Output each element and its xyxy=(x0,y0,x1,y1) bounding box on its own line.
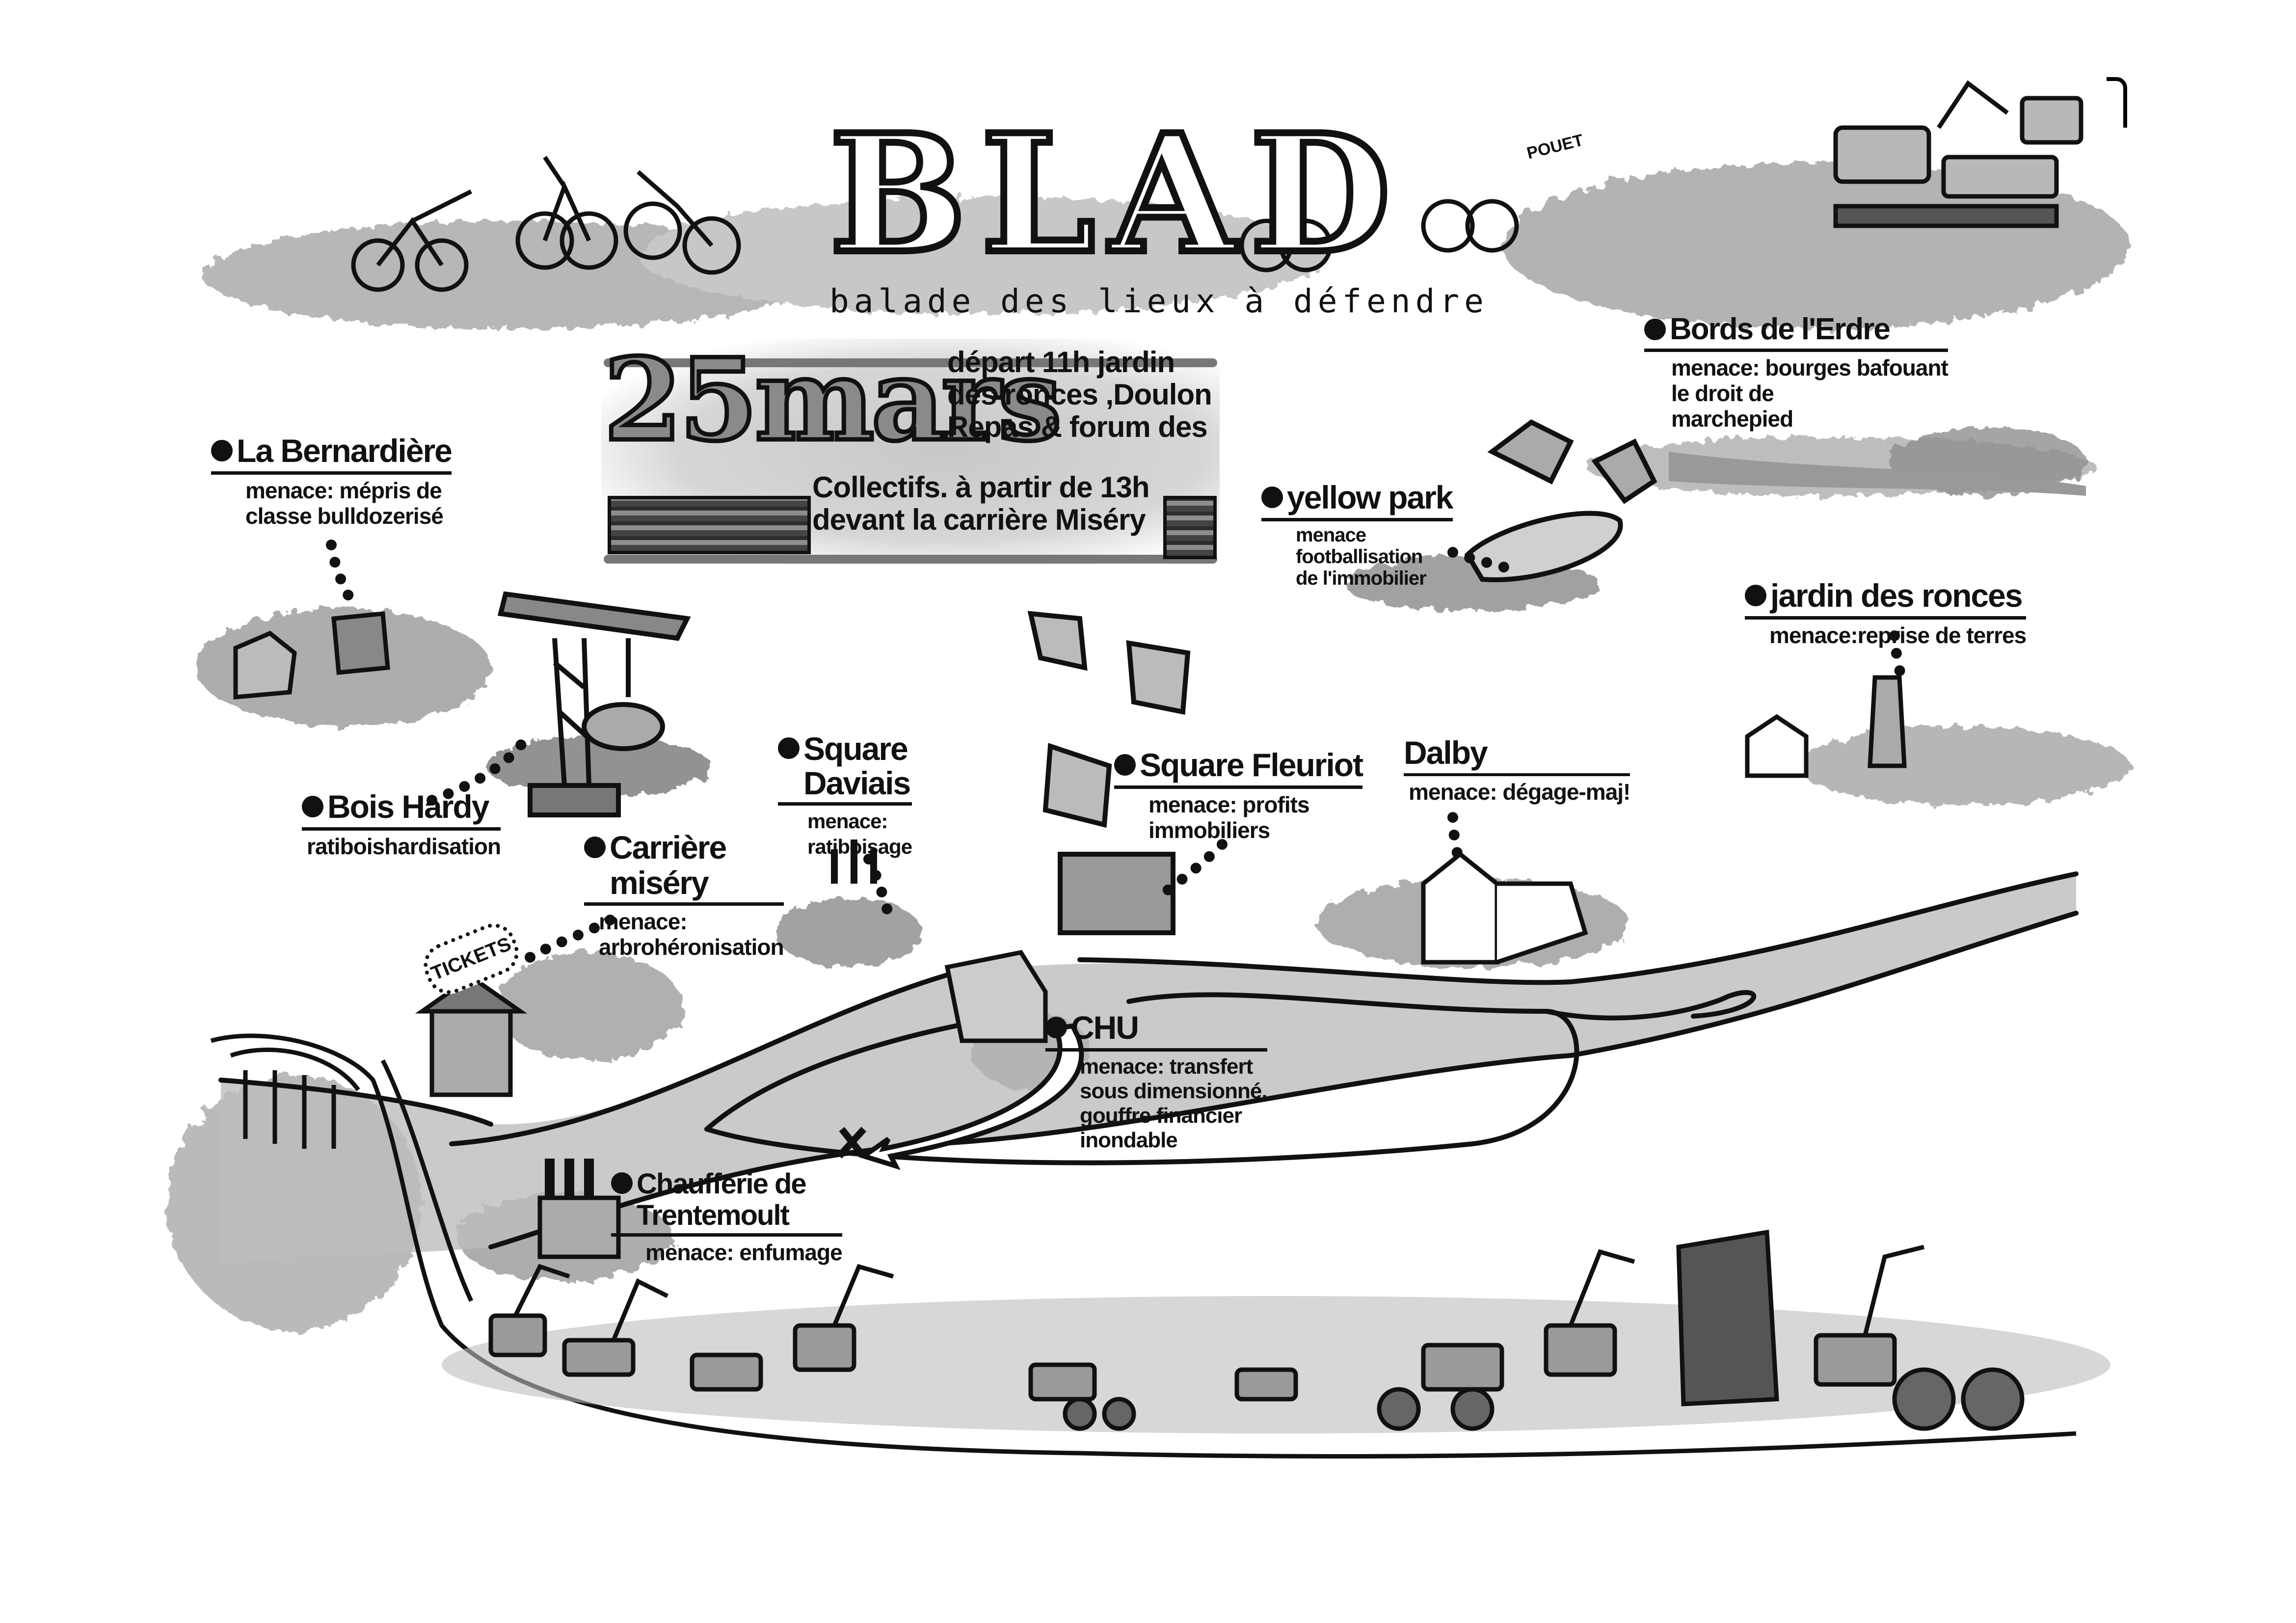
event-line: des ronces ,Doulon xyxy=(947,378,1212,411)
river-banks xyxy=(218,871,2079,1249)
event-box-top-rule xyxy=(604,358,1217,367)
construction-sketch-top xyxy=(1833,80,2083,228)
location-threat: menace: profits immobiliers xyxy=(1148,792,1310,843)
location-marker-icon xyxy=(211,440,233,461)
location-la-bernardiere: La Bernardière menace: mépris de classe … xyxy=(211,432,453,529)
event-box-bottom-rule xyxy=(604,555,1217,564)
location-name: Square Daviais xyxy=(803,730,911,801)
location-square-fleuriot: Square Fleuriot menace: profits immobili… xyxy=(1114,746,1363,843)
event-line: départ 11h jardin xyxy=(947,346,1175,379)
wood-plank-right xyxy=(1163,496,1217,559)
location-name: Bois Hardy xyxy=(327,788,489,825)
location-name: La Bernardière xyxy=(237,433,453,469)
location-square-daviais: Square Daviais menace: ratiboisage xyxy=(778,731,912,860)
location-threat: menace: bourges bafouant le droit de mar… xyxy=(1671,355,1949,432)
cyclists-illustration xyxy=(351,156,1519,292)
chu-transfer-arrow xyxy=(836,1023,1084,1170)
event-info-box xyxy=(601,339,1220,565)
location-yellow-park: yellow park menace footballisation de l'… xyxy=(1261,479,1453,589)
location-bords-de-l-erdre: Bords de l'Erdre menace: bourges bafouan… xyxy=(1644,312,1949,432)
stadium-illustration xyxy=(1464,419,1657,582)
location-name: CHU xyxy=(1071,1009,1139,1046)
location-jardin-des-ronces: jardin des ronces menace:reprise de terr… xyxy=(1745,577,2027,648)
location-name: Carrière miséry xyxy=(610,829,727,901)
excavators-illustration xyxy=(1027,611,1191,935)
wood-plank-left xyxy=(608,496,811,554)
location-threat: menace: mépris de classe bulldozerisé xyxy=(245,478,444,529)
location-chu: CHU menace: transfert sous dimensionné, … xyxy=(1045,1009,1268,1153)
location-marker-icon xyxy=(1261,487,1283,508)
location-marker-icon xyxy=(1045,1017,1067,1038)
location-threat: menace: dégage-maj! xyxy=(1409,779,1630,805)
page-frame-corner xyxy=(2107,77,2127,128)
location-name: yellow park xyxy=(1287,479,1453,515)
location-threat: ratiboishardisation xyxy=(307,834,501,859)
leader-lines xyxy=(326,540,1907,963)
location-threat: menace: transfert sous dimensionné, gouf… xyxy=(1080,1055,1268,1152)
location-marker-icon xyxy=(1644,318,1666,340)
location-marker-icon xyxy=(584,837,606,858)
river xyxy=(221,874,2076,1267)
location-chaufferie-de-trentemoult: Chaufferie de Trentemoult menace: enfuma… xyxy=(611,1168,843,1265)
event-date: 25mars xyxy=(601,334,1064,466)
location-name: Square Fleuriot xyxy=(1140,747,1363,783)
location-marker-icon xyxy=(302,796,323,817)
location-threat: menace: arbrohéronisation xyxy=(599,909,784,960)
crane-illustration xyxy=(497,591,691,817)
location-name: Chaufferie de Trentemoult xyxy=(637,1168,807,1231)
event-line: Collectifs. à partir de 13h xyxy=(812,471,1150,504)
location-name: jardin des ronces xyxy=(1770,577,2023,614)
event-line: Repas & forum des xyxy=(947,410,1208,443)
location-name: Dalby xyxy=(1404,734,1488,771)
machinery-band xyxy=(442,1229,2110,1434)
poster-subtitle: balade des lieux à défendre xyxy=(829,282,1489,320)
location-threat: menace:reprise de terres xyxy=(1769,622,2027,648)
location-bois-hardy: Bois Hardy ratiboishardisation xyxy=(302,788,501,859)
event-details-bottom: Collectifs. à partir de 13h devant la ca… xyxy=(812,471,1150,536)
location-name: Bords de l'Erdre xyxy=(1670,312,1891,346)
event-line: devant la carrière Miséry xyxy=(812,503,1146,536)
erdre-water xyxy=(1669,452,2086,496)
location-threat: menace: ratiboisage xyxy=(807,810,912,858)
location-threat: menace footballisation de l'immobilier xyxy=(1296,524,1427,589)
location-marker-icon xyxy=(1114,754,1136,776)
location-dalby: Dalby menace: dégage-maj! xyxy=(1404,734,1630,805)
header-wash xyxy=(201,162,2130,496)
poster-title: BLAD xyxy=(826,99,1406,289)
location-marker-icon xyxy=(1745,585,1766,606)
location-threat: menace: enfumage xyxy=(645,1240,843,1265)
event-details-top: départ 11h jardin des ronces ,Doulon Rep… xyxy=(947,346,1212,443)
bridge-road xyxy=(210,1033,2077,1459)
location-marker-icon xyxy=(611,1172,633,1194)
location-marker-icon xyxy=(778,737,800,759)
location-carriere-misery: Carrière miséry menace: arbrohéronisatio… xyxy=(584,830,784,960)
houses-illustration xyxy=(233,611,1907,1259)
